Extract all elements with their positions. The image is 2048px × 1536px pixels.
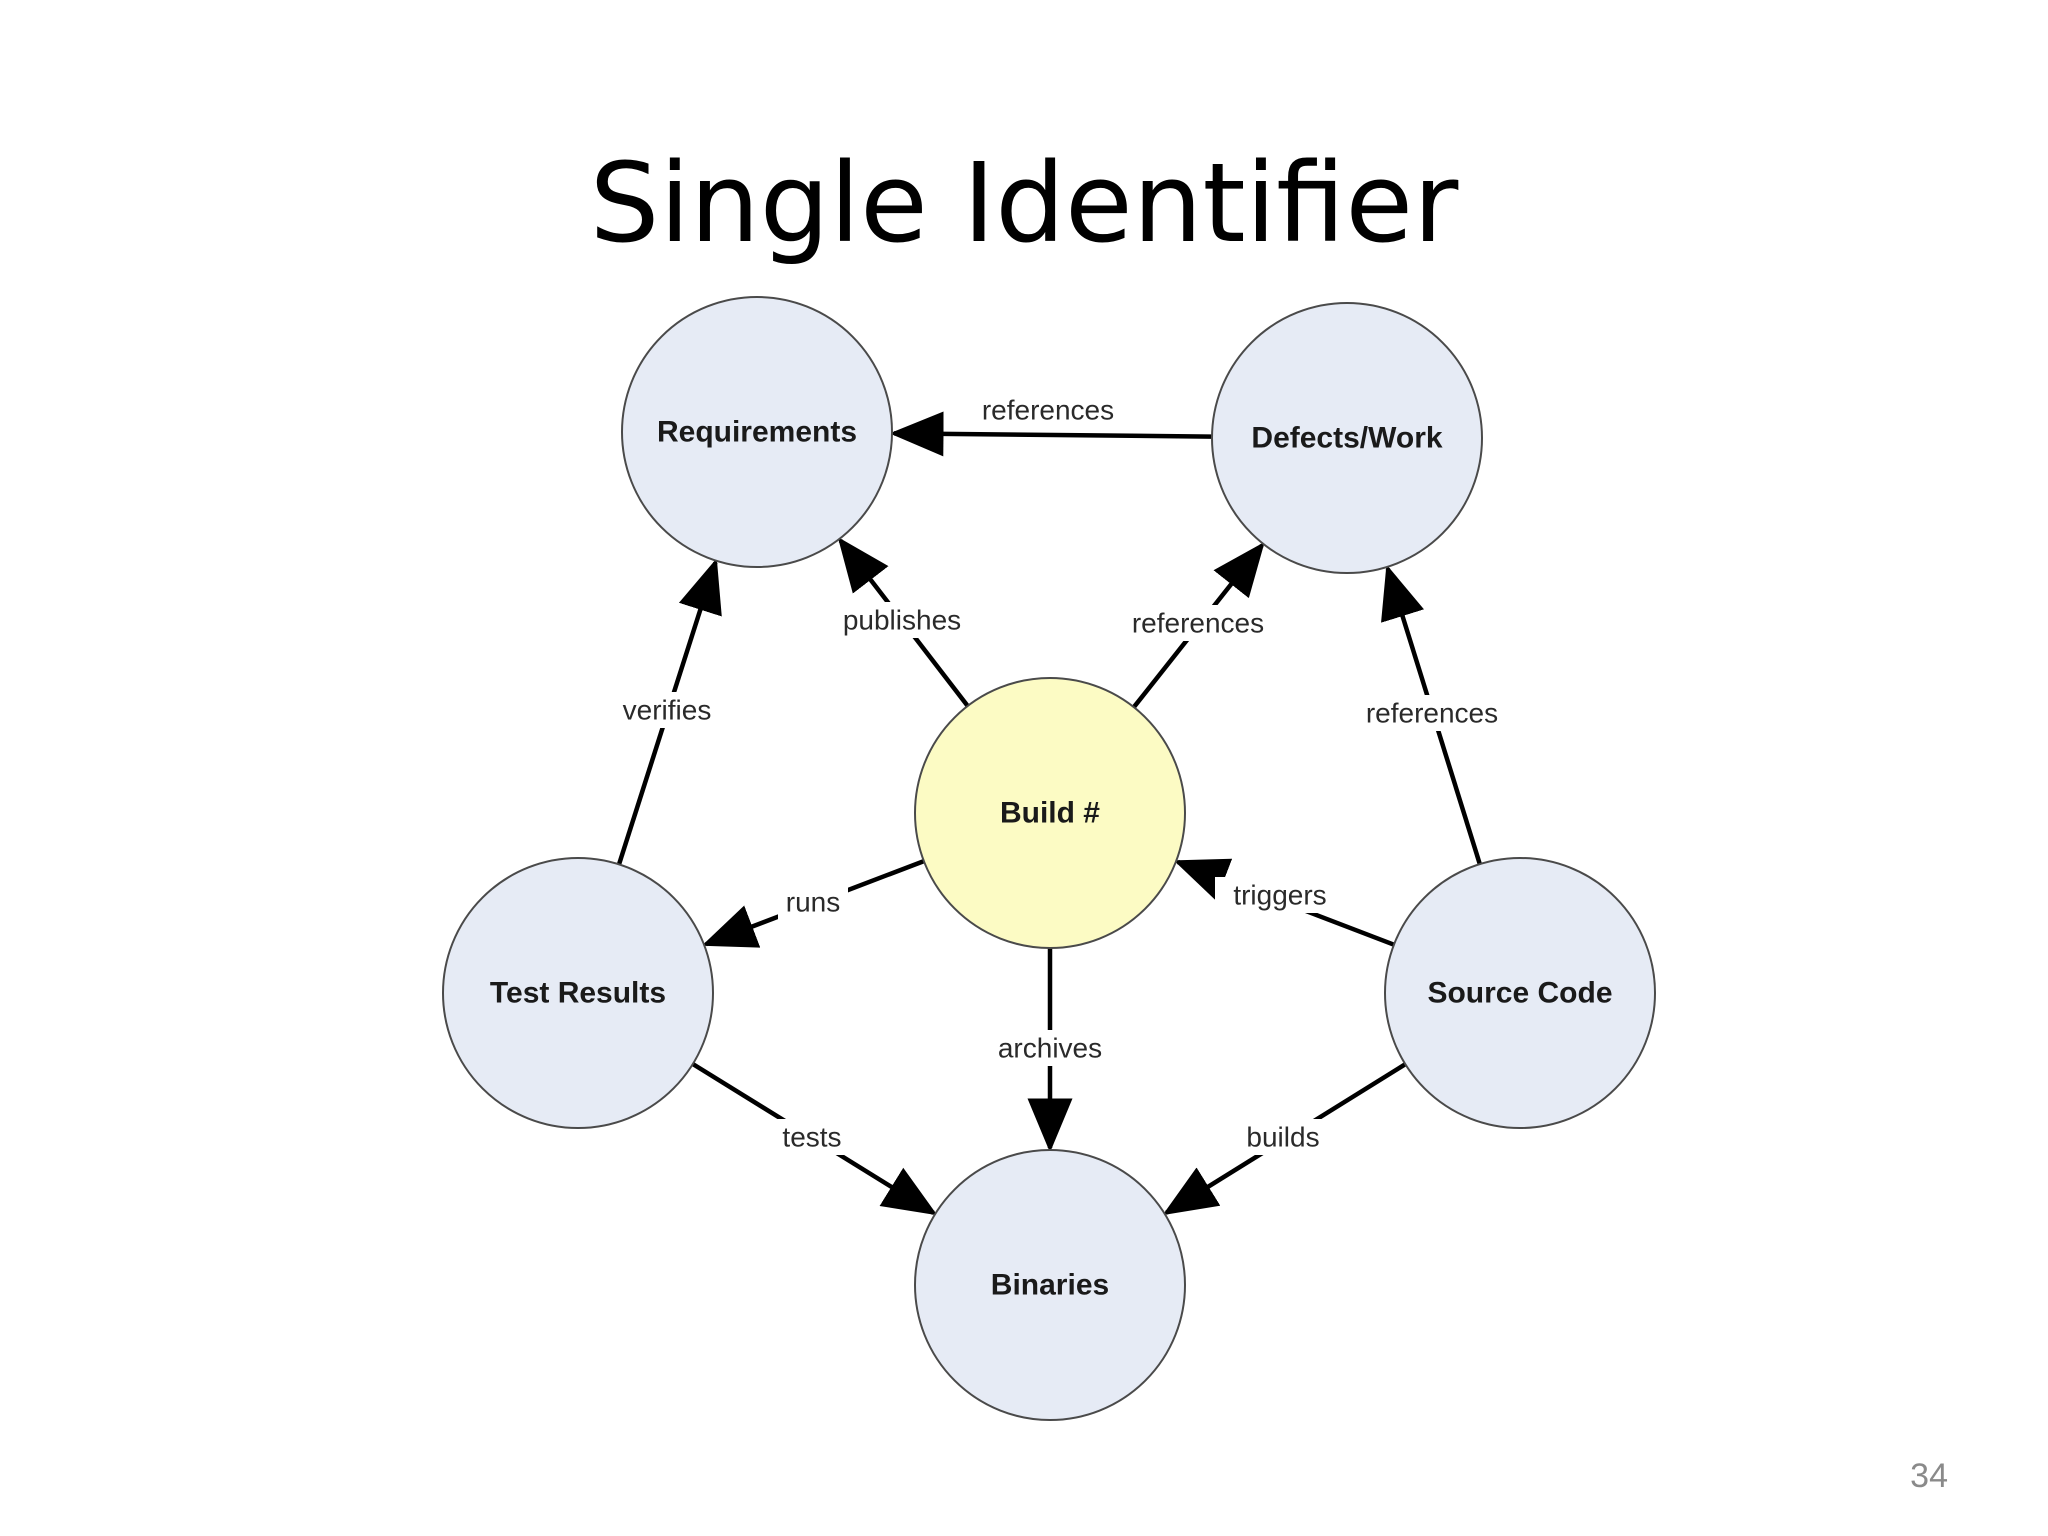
- edge-label-background: [1118, 605, 1278, 641]
- edge-label-text: builds: [1246, 1122, 1319, 1153]
- node-circle: [621, 296, 893, 568]
- edge-label-source_code-to-binaries: builds: [1233, 1119, 1333, 1155]
- node-label: Defects/Work: [1251, 422, 1442, 455]
- edge-label-text: references: [1132, 608, 1264, 639]
- node-label: Source Code: [1427, 977, 1612, 1010]
- node-circle: [914, 1149, 1186, 1421]
- edge-label-build-to-defects: references: [1118, 605, 1278, 641]
- edge-labels-layer: references publishes references verifies ref…: [602, 392, 1512, 1155]
- slide-title: Single Identifier: [589, 139, 1459, 267]
- edge-label-text: archives: [998, 1033, 1102, 1064]
- node-requirements: Requirements: [621, 296, 893, 568]
- node-label: Requirements: [657, 416, 857, 449]
- edge-label-text: runs: [786, 887, 840, 918]
- edge-label-background: [1352, 695, 1512, 731]
- edge-defects-to-requirements: [889, 411, 1213, 457]
- node-label: Binaries: [991, 1269, 1109, 1302]
- edge-label-text: triggers: [1233, 880, 1326, 911]
- node-source_code: Source Code: [1384, 857, 1656, 1129]
- node-label: Build #: [1000, 797, 1100, 830]
- edge-label-build-to-binaries: archives: [985, 1030, 1115, 1066]
- node-circle: [1211, 302, 1483, 574]
- page-number: 34: [1910, 1457, 1948, 1495]
- node-circle: [442, 857, 714, 1129]
- edge-label-text: references: [982, 395, 1114, 426]
- edge-label-background: [1233, 1119, 1333, 1155]
- edge-label-source_code-to-defects: references: [1352, 695, 1512, 731]
- edge-label-text: publishes: [843, 605, 961, 636]
- edge-label-build-to-requirements: publishes: [829, 602, 975, 638]
- edge-label-text: references: [1366, 698, 1498, 729]
- edge-label-background: [769, 1119, 855, 1155]
- edge-label-test_results-to-binaries: tests: [769, 1119, 855, 1155]
- edge-label-background: [1215, 877, 1345, 913]
- edge-label-background: [985, 1030, 1115, 1066]
- node-defects: Defects/Work: [1211, 302, 1483, 574]
- edge-label-background: [968, 392, 1128, 428]
- edge-label-background: [829, 602, 975, 638]
- edge-label-background: [778, 884, 848, 920]
- edge-label-build-to-test_results: runs: [778, 884, 848, 920]
- node-circle: [914, 677, 1186, 949]
- edge-label-text: verifies: [623, 695, 712, 726]
- edge-label-text: tests: [782, 1122, 841, 1153]
- node-label: Test Results: [490, 977, 666, 1010]
- node-circle: [1384, 857, 1656, 1129]
- node-test_results: Test Results: [442, 857, 714, 1129]
- edge-label-test_results-to-requirements: verifies: [602, 692, 732, 728]
- edge-label-defects-to-requirements: references: [968, 392, 1128, 428]
- node-binaries: Binaries: [914, 1149, 1186, 1421]
- node-build: Build #: [914, 677, 1186, 949]
- edge-label-background: [602, 692, 732, 728]
- edge-label-source_code-to-build: triggers: [1215, 877, 1345, 913]
